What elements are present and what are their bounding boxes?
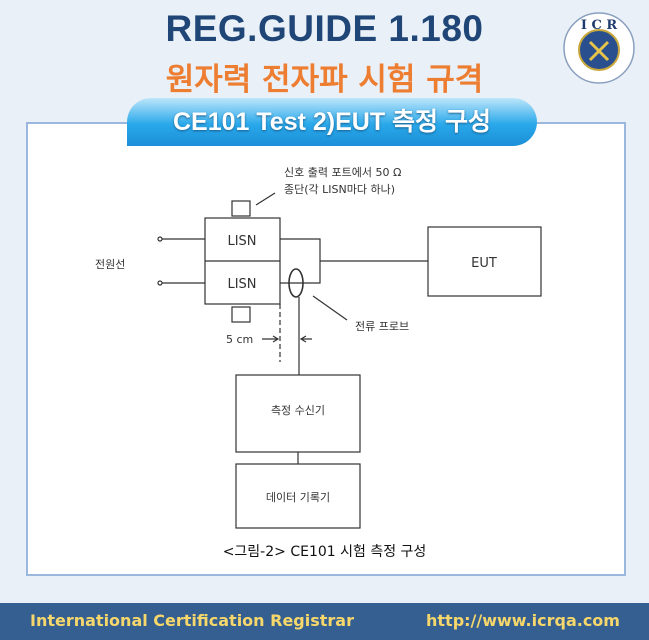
footer: International Certification Registrar ht… <box>0 603 649 640</box>
termination-note: 신호 출력 포트에서 50 Ω <box>284 166 401 179</box>
current-probe <box>288 268 304 298</box>
page-title: REG.GUIDE 1.180 <box>165 8 484 49</box>
footer-url[interactable]: http://www.icrqa.com <box>426 611 620 630</box>
receiver-label: 측정 수신기 <box>271 404 325 417</box>
termination-bottom <box>231 306 251 323</box>
diagram-panel <box>26 122 626 576</box>
recorder-box <box>235 463 361 529</box>
current-probe-label: 전류 프로브 <box>355 320 409 333</box>
eut-box <box>427 226 542 297</box>
lisn-bottom-label: LISN <box>227 277 256 292</box>
icr-logo: I C R <box>563 12 635 84</box>
distance-label: 5 cm <box>226 333 253 346</box>
termination-top <box>231 200 251 217</box>
page-subtitle: 원자력 전자파 시험 규격 <box>165 62 484 98</box>
section-badge: CE101 Test 2)EUT 측정 구성 <box>127 98 537 146</box>
lisn-top-label: LISN <box>227 234 256 249</box>
svg-text:I C R: I C R <box>581 18 617 33</box>
power-line-label: 전원선 <box>95 258 125 271</box>
footer-org: International Certification Registrar <box>30 611 354 630</box>
termination-arrow <box>255 192 276 206</box>
termination-note-2: 종단(각 LISN마다 하나) <box>284 182 395 196</box>
recorder-label: 데이터 기록기 <box>266 491 330 504</box>
figure-caption: <그림-2> CE101 시험 측정 구성 <box>222 544 427 560</box>
eut-label: EUT <box>471 256 497 271</box>
